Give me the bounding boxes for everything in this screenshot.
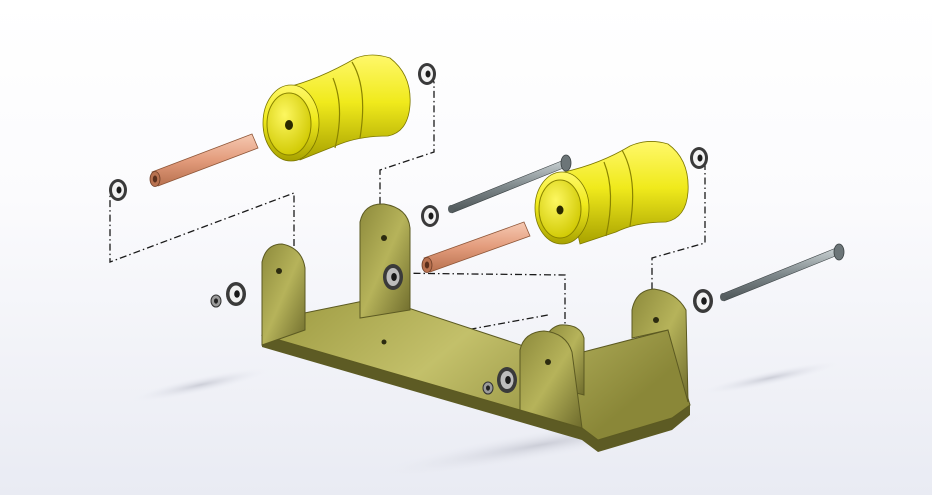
washer-part-icon[interactable] [418,63,436,85]
washer-part-icon[interactable] [383,264,403,290]
roller-part-icon[interactable] [262,54,411,162]
bracket-part-icon[interactable] [261,203,691,452]
washer-part-icon[interactable] [497,367,517,393]
sleeve-part-icon[interactable] [149,133,259,187]
washer-part-icon[interactable] [693,289,713,313]
washer-part-icon[interactable] [690,147,708,169]
roller-part-icon[interactable] [534,141,689,245]
nut-part-icon[interactable] [482,381,494,395]
bolt-part-icon[interactable] [448,154,572,214]
bolt-part-icon[interactable] [720,243,845,302]
nut-part-icon[interactable] [210,294,222,308]
washer-part-icon[interactable] [226,282,246,306]
washer-part-icon[interactable] [421,205,439,227]
washer-part-icon[interactable] [109,179,127,201]
sleeve-part-icon[interactable] [421,221,531,273]
